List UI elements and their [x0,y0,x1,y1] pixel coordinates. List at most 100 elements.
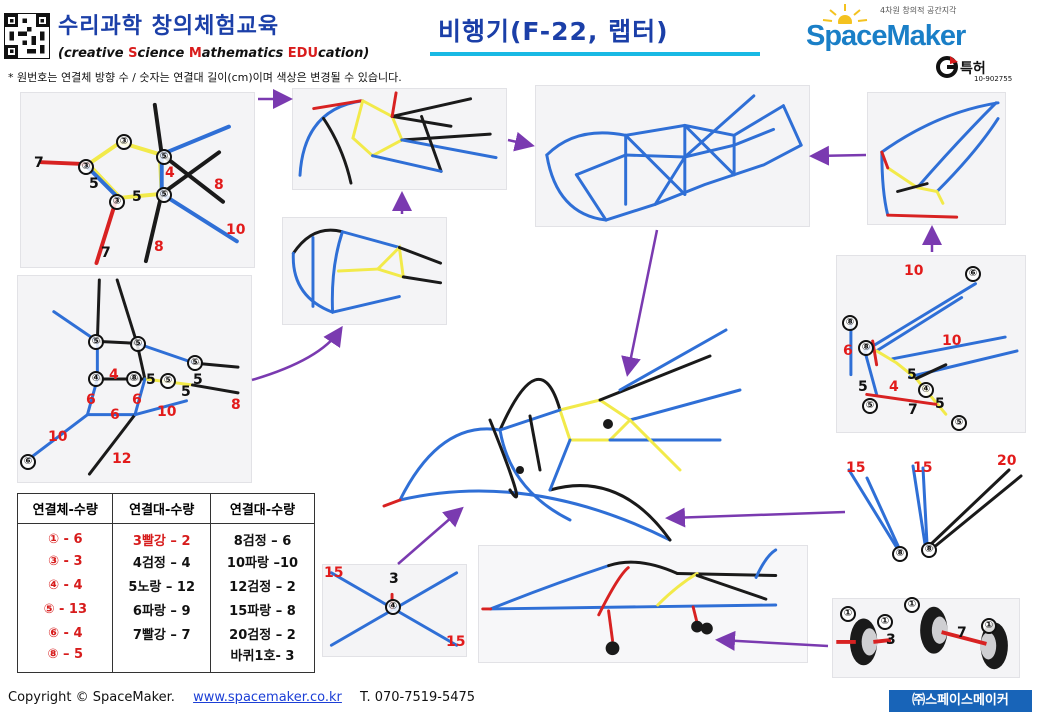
qr-code-icon [4,13,50,59]
step-9-length: 3 [389,571,399,587]
step-10-model [836,606,1008,670]
step-1-length: 8 [214,177,224,193]
table-header: 연결대-수량 [209,493,316,524]
table-cell: ① - 6 [16,523,114,549]
step-2-connector: ⑤ [160,373,176,389]
step-4-photo [292,88,507,190]
step-7-connector: ⑥ [965,266,981,282]
step-7-length: 5 [907,367,917,383]
title-underline [430,52,760,56]
table-cell: 3빨강 – 2 [112,523,211,549]
subtitle-part: S [128,46,138,61]
step-10-connector: ① [877,614,893,630]
table-row: ④ - 4 5노랑 – 12 12검정 – 2 [16,573,316,597]
step-2-connector: ⑥ [20,454,36,470]
table-cell: 바퀴1호- 3 [209,645,316,673]
step-1-photo [20,92,255,268]
product-title: 비행기(F-22, 랩터) [438,17,669,46]
subtitle-part: ( [58,46,64,61]
step-5-model [545,94,803,222]
step-4-model [298,91,498,185]
step-7-connector: ④ [918,382,934,398]
step-2-length: 12 [112,451,132,467]
brand-tagline: 4차원 창의적 공간지각 [880,6,957,15]
step-2-length: 5 [146,372,156,388]
step-1-connector: ③ [116,134,132,150]
step-2-connector: ⑧ [126,371,142,387]
step-2-connector: ⑤ [88,334,104,350]
step-2-length: 10 [48,429,68,445]
table-cell: 4검정 – 4 [112,549,211,573]
step-1-connector: ⑤ [156,149,172,165]
step-2-length: 4 [109,367,119,383]
subtitle-part: cation) [318,46,370,61]
step-2-length: 6 [132,392,142,408]
step-1-length: 5 [89,176,99,192]
table-cell: 12검정 – 2 [209,573,316,597]
step-7-length: 10 [904,263,924,279]
table-cell: 15파랑 – 8 [209,597,316,621]
step-9-length: 15 [324,565,344,581]
footer: Copyright © SpaceMaker. www.spacemaker.c… [8,690,475,705]
sun-logo-icon [822,4,868,24]
step-9-connector: ④ [385,599,401,615]
patent-label: 특허 [960,61,986,77]
step-1-connector: ③ [109,194,125,210]
table-row: ⑥ - 4 7빨강 – 7 20검정 – 2 [16,621,316,645]
step-8-length: 20 [997,453,1017,469]
step-7-connector: ⑧ [858,340,874,356]
step-1-length: 7 [101,245,111,261]
table-cell: 8검정 – 6 [209,523,316,549]
step-2-connector: ⑤ [187,355,203,371]
patent-g-icon [936,56,958,78]
step-3-model [291,228,443,314]
step-6-photo [867,92,1006,225]
table-row: ① - 6 3빨강 – 2 8검정 – 6 [16,523,316,549]
step-1-model [39,102,239,266]
step-7-connector: ⑤ [862,398,878,414]
step-2-length: 8 [231,397,241,413]
step-2-length: 5 [181,384,191,400]
step-8-connector: ⑧ [921,542,937,558]
step-7-length: 6 [843,343,853,359]
step-8-connector: ⑧ [892,546,908,562]
table-row: ⑤ - 13 6파랑 – 9 15파랑 – 8 [16,597,316,621]
step-1-length: 8 [154,239,164,255]
subtitle-part: EDU [287,46,319,61]
website-link[interactable]: www.spacemaker.co.kr [193,690,342,705]
step-8-length: 15 [846,460,866,476]
step-7-length: 7 [908,402,918,418]
step-6-model [880,101,1000,219]
subtitle-part: athematics [201,46,288,61]
table-cell [112,645,211,673]
step-8-length: 15 [913,460,933,476]
step-2-length: 6 [110,407,120,423]
arrow-step6-to-5 [809,145,867,166]
table-header: 연결대-수량 [112,493,211,524]
step-10-photo [832,598,1020,678]
patent-number: 10-902755 [974,75,1013,83]
parts-table: 연결체-수량 연결대-수량 연결대-수량 ① - 6 3빨강 – 2 8검정 –… [16,493,316,673]
step-8-photo [845,452,1030,560]
table-row: ⑧ – 5 바퀴1호- 3 [16,645,316,673]
side-view-model [481,548,778,656]
table-header: 연결체-수량 [16,493,114,524]
step-2-length: 10 [157,404,177,420]
copyright-text: Copyright © SpaceMaker. [8,690,175,705]
legend-note: * 원번호는 연결체 방향 수 / 숫자는 연결대 길이(cm)이며 색상은 변… [8,71,402,84]
step-2-length: 5 [193,372,203,388]
company-badge: ㈜스페이스메이커 [889,690,1032,712]
table-cell: ⑧ – 5 [16,645,114,673]
table-cell: 6파랑 – 9 [112,597,211,621]
step-10-connector: ① [904,597,920,613]
subtitle-part: creative [63,46,129,61]
phone-number: T. 070-7519-5475 [360,690,476,705]
step-1-connector: ⑤ [156,187,172,203]
table-cell: 5노랑 – 12 [112,573,211,597]
step-7-length: 5 [935,396,945,412]
table-cell: 7빨강 – 7 [112,621,211,645]
side-view-photo [478,545,808,663]
step-9-length: 15 [446,634,466,650]
step-7-connector: ⑧ [842,315,858,331]
step-7-length: 5 [858,379,868,395]
